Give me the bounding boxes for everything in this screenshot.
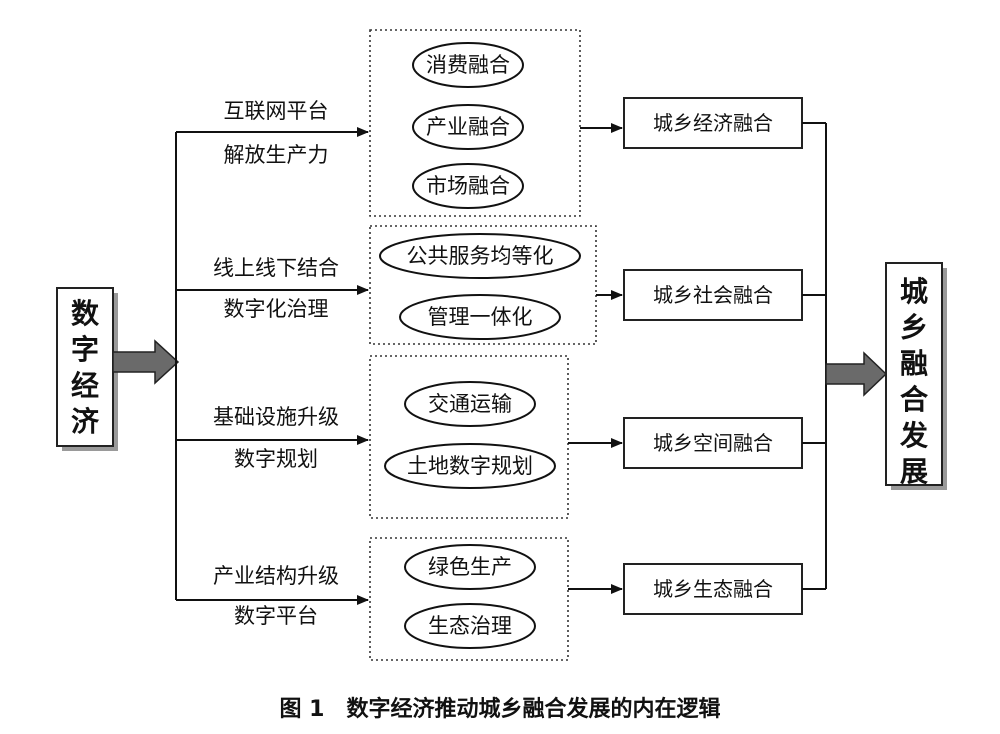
- item-label: 产业融合: [426, 115, 510, 139]
- item-ellipse: [404, 381, 536, 427]
- item-label: 交通运输: [428, 392, 512, 416]
- branch-label-bottom: 数字规划: [234, 447, 318, 471]
- branch-label-top: 互联网平台: [224, 99, 329, 123]
- result-box: [623, 563, 803, 615]
- item-ellipse: [404, 603, 536, 649]
- result-box: [623, 417, 803, 469]
- item-group-box: [369, 225, 597, 345]
- target_node-char: 发: [899, 419, 928, 452]
- source_node-char: 数: [71, 297, 100, 330]
- figure-caption: 图 1 数字经济推动城乡融合发展的内在逻辑: [280, 696, 721, 722]
- branch-label-top: 基础设施升级: [213, 405, 339, 429]
- item-label: 土地数字规划: [407, 454, 533, 478]
- item-label: 生态治理: [428, 614, 512, 638]
- item-group-box: [369, 29, 581, 217]
- result-label: 城乡社会融合: [653, 283, 773, 307]
- source_node-char: 字: [71, 333, 99, 366]
- source-arrow: [112, 339, 180, 385]
- source_node-char: 经: [71, 369, 99, 402]
- result-box: [623, 97, 803, 149]
- branch-label-top: 产业结构升级: [213, 564, 339, 588]
- item-ellipse: [412, 42, 524, 88]
- item-label: 绿色生产: [428, 555, 512, 579]
- target-arrow: [825, 351, 888, 397]
- item-ellipse: [399, 294, 561, 340]
- item-label: 消费融合: [426, 53, 510, 77]
- result-label: 城乡空间融合: [653, 431, 773, 455]
- target_node-char: 展: [900, 455, 928, 488]
- item-ellipse: [384, 443, 556, 489]
- result-label: 城乡经济融合: [653, 111, 773, 135]
- item-label: 管理一体化: [428, 305, 533, 329]
- source-node: 数字经济: [56, 287, 118, 451]
- item-label: 公共服务均等化: [407, 244, 554, 268]
- item-ellipse: [379, 233, 581, 279]
- target_node-char: 城: [900, 275, 928, 308]
- branch-label-top: 线上线下结合: [213, 256, 339, 280]
- target_node-char: 融: [900, 347, 928, 380]
- item-group-box: [369, 355, 569, 519]
- item-ellipse: [412, 163, 524, 209]
- source_node-char: 济: [71, 405, 100, 438]
- target_node-char: 乡: [900, 311, 928, 344]
- item-ellipse: [404, 544, 536, 590]
- target-node: 城乡融合发展: [885, 262, 947, 490]
- branch-label-bottom: 解放生产力: [224, 143, 329, 167]
- branch-label-bottom: 数字平台: [234, 604, 318, 628]
- target_node-char: 合: [900, 383, 929, 416]
- item-ellipse: [412, 104, 524, 150]
- branch-label-bottom: 数字化治理: [224, 297, 329, 321]
- item-label: 市场融合: [426, 174, 510, 198]
- result-label: 城乡生态融合: [653, 577, 773, 601]
